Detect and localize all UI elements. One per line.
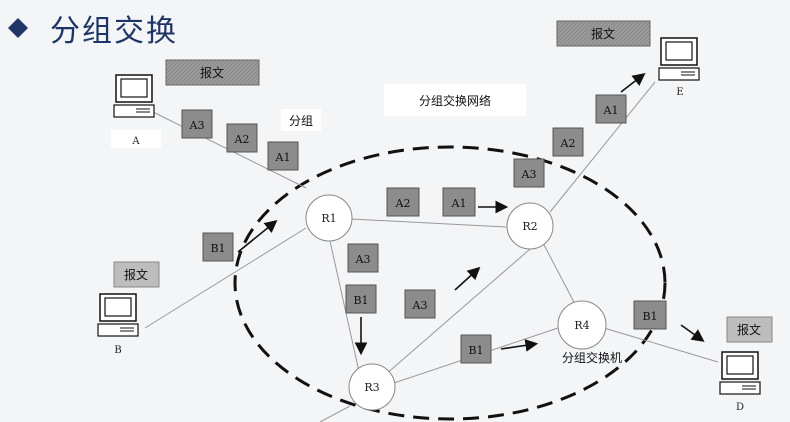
- link-r2-e: [549, 81, 656, 213]
- packet-box: [347, 243, 379, 273]
- host-label: B: [114, 345, 121, 356]
- computer-icon: [719, 351, 761, 395]
- message-box: [165, 59, 260, 86]
- host-label-box: [111, 130, 161, 148]
- arrow-b1-to-r4: [500, 339, 539, 352]
- packet-box: [345, 284, 377, 314]
- packets: A3 A2 A1 B1 A2 A1 A3 A2 A1 A3 B1 A3 B1: [181, 94, 667, 364]
- packet-label: A2: [560, 137, 576, 150]
- link-r4-d: [603, 327, 719, 363]
- routers: R1 R2 R3 R4: [305, 194, 607, 411]
- packet-box: [442, 187, 476, 217]
- arrow-a1-to-e: [620, 73, 646, 93]
- packet-label: A1: [603, 104, 619, 117]
- network-label: 分组交换网络: [419, 93, 491, 108]
- arrow-a3-up: [454, 266, 481, 291]
- packet-label: A1: [451, 197, 467, 210]
- packet-box: [460, 334, 492, 364]
- packet-label: A1: [275, 151, 291, 164]
- packet-label: 分组: [289, 114, 313, 128]
- computer-icon: [97, 293, 139, 337]
- router-r3: [348, 363, 396, 411]
- packet-label: B1: [210, 242, 225, 255]
- packet-label: A3: [355, 253, 371, 266]
- link-r3-bottom: [319, 405, 351, 422]
- flow-arrows: [237, 73, 705, 356]
- message-box: [113, 261, 160, 288]
- packet-label: A3: [521, 168, 537, 181]
- packet-label: B1: [642, 310, 657, 323]
- router-r1: [305, 194, 353, 242]
- message-label: 报文: [124, 267, 148, 282]
- router-label: R2: [522, 220, 537, 233]
- packet-box: [386, 187, 420, 217]
- packet-label: A2: [234, 133, 250, 146]
- packet-label: A3: [412, 299, 428, 312]
- router-r4: [557, 300, 607, 350]
- packet-box: [202, 232, 234, 262]
- message-label: 报文: [200, 65, 224, 80]
- link-b-r1: [144, 227, 307, 329]
- packet-label: B1: [353, 294, 368, 307]
- network-label-box: [384, 84, 526, 116]
- message-box: [556, 20, 651, 47]
- computer-icon: [658, 37, 700, 81]
- router-r2: [506, 202, 554, 250]
- packet-box: [595, 94, 627, 124]
- packet-box: [513, 158, 545, 188]
- host-label: E: [676, 87, 683, 98]
- link-r2-r3: [384, 242, 538, 376]
- packet-label-box: [281, 109, 321, 131]
- packet-box: [552, 127, 584, 157]
- packet-label: A3: [189, 119, 205, 132]
- router-label: R1: [321, 212, 336, 225]
- computer-icon: [113, 74, 155, 118]
- arrow-b1-to-r1: [237, 219, 278, 253]
- packet-box: [267, 141, 299, 171]
- page-title: 分组交换: [50, 14, 178, 49]
- link-r2-r4: [541, 240, 577, 307]
- packet-box: [181, 109, 213, 139]
- packet-box: [226, 123, 258, 153]
- host-label: A: [131, 136, 140, 147]
- network-boundary: [233, 145, 667, 421]
- packet-label: B1: [468, 344, 483, 357]
- messages: 报文 报文 报文 报文: [113, 20, 773, 343]
- message-label: 报文: [591, 26, 615, 41]
- link-a-r1: [144, 107, 307, 189]
- diamond-bullet-icon: [8, 18, 28, 38]
- router-label: R4: [574, 319, 589, 332]
- arrow-b1-to-d: [680, 324, 705, 342]
- message-box: [726, 316, 773, 343]
- packet-box: [633, 300, 667, 330]
- host-label: D: [736, 402, 744, 413]
- router-label: R3: [364, 381, 379, 394]
- link-r1-r2: [350, 218, 507, 228]
- packet-box: [404, 289, 436, 319]
- title-bar: 分组交换: [8, 6, 178, 50]
- switch-label: 分组交换机: [562, 350, 622, 365]
- message-label: 报文: [737, 322, 761, 337]
- packet-label: A2: [395, 197, 411, 210]
